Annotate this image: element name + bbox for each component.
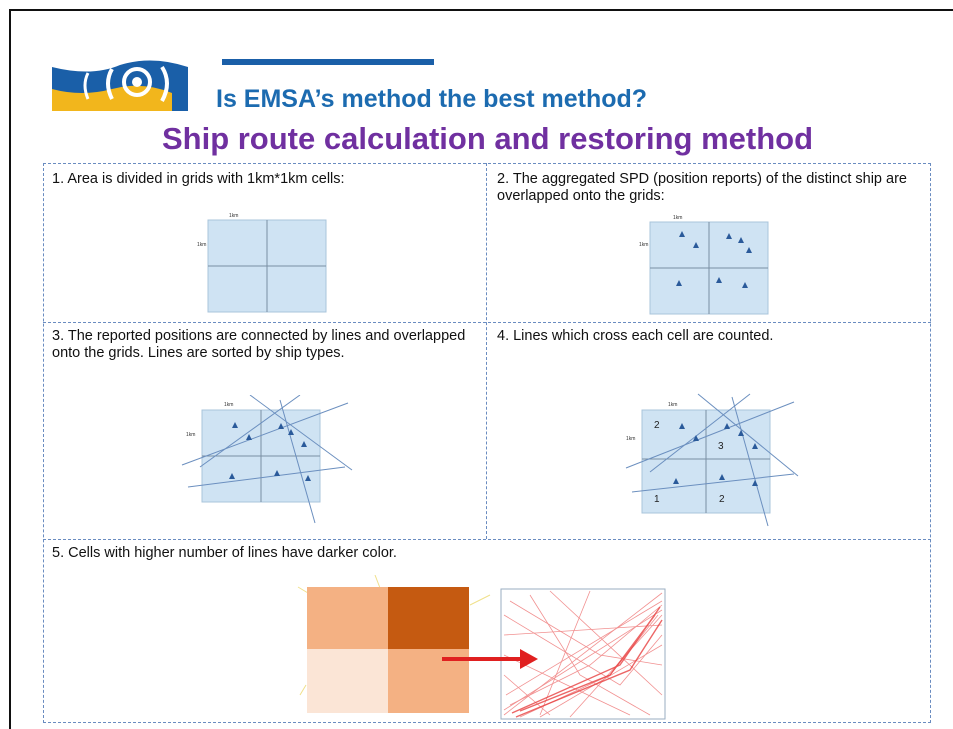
position-marker — [726, 233, 732, 239]
heat-cell-top-left — [307, 587, 388, 649]
step-3-diagram: 1km 1km — [181, 395, 353, 524]
position-marker — [719, 474, 725, 480]
heat-cell-top-right — [388, 587, 469, 649]
step-2-text: 2. The aggregated SPD (position reports)… — [497, 171, 907, 204]
position-marker — [246, 434, 252, 440]
route-line — [697, 393, 799, 477]
density-route — [509, 600, 663, 666]
route-hint — [469, 594, 491, 606]
position-marker — [716, 277, 722, 283]
grid-height-label: 1km — [639, 242, 648, 248]
density-route — [529, 594, 651, 716]
position-marker — [693, 242, 699, 248]
cell-count-top-right: 3 — [718, 441, 724, 452]
cell-count-bottom-left: 1 — [654, 494, 660, 505]
route-line — [625, 401, 795, 469]
position-marker — [676, 280, 682, 286]
position-marker — [746, 247, 752, 253]
emsa-logo — [52, 60, 188, 111]
density-route-strong — [515, 619, 663, 718]
step-1-text: 1. Area is divided in grids with 1km*1km… — [52, 171, 345, 187]
position-marker — [305, 475, 311, 481]
position-marker — [738, 430, 744, 436]
step-2-diagram: 1km 1km — [639, 215, 769, 315]
step-5-diagram — [297, 575, 666, 720]
route-hint — [374, 575, 381, 589]
table-divider-row2 — [43, 539, 931, 540]
route-line — [649, 393, 751, 473]
slide-title: Is EMSA’s method the best method? — [216, 85, 648, 113]
grid-width-label: 1km — [668, 402, 677, 408]
step-4-diagram: 1km 1km 2 3 1 2 — [625, 393, 799, 527]
grid-width-label: 1km — [229, 213, 238, 219]
route-hint — [297, 586, 309, 594]
density-route — [549, 590, 663, 696]
density-route — [539, 644, 663, 718]
position-marker — [724, 423, 730, 429]
position-marker — [693, 435, 699, 441]
route-line — [199, 395, 301, 468]
slide-frame — [9, 9, 953, 729]
position-marker — [742, 282, 748, 288]
grid-height-label: 1km — [626, 436, 635, 442]
route-hint — [299, 684, 307, 696]
position-marker — [274, 470, 280, 476]
grid-width-label: 1km — [224, 402, 233, 408]
position-marker — [278, 423, 284, 429]
route-line — [731, 396, 769, 527]
route-line — [187, 466, 346, 488]
density-route — [503, 614, 663, 686]
step-4-text: 4. Lines which cross each cell are count… — [497, 328, 774, 344]
step-1-diagram: 1km 1km — [197, 213, 327, 313]
route-line — [181, 402, 349, 466]
grid-width-label: 1km — [673, 215, 682, 221]
grid-height-label: 1km — [186, 432, 195, 438]
position-marker — [679, 231, 685, 237]
step-5-text: 5. Cells with higher number of lines hav… — [52, 545, 397, 561]
cell-count-top-left: 2 — [654, 420, 660, 431]
route-line — [631, 473, 795, 493]
position-marker — [673, 478, 679, 484]
grid-height-label: 1km — [197, 242, 206, 248]
position-marker — [752, 443, 758, 449]
table-divider-vertical — [486, 163, 487, 539]
position-marker — [738, 237, 744, 243]
position-marker — [679, 423, 685, 429]
position-marker — [288, 429, 294, 435]
cell-count-bottom-right: 2 — [719, 494, 725, 505]
density-route — [539, 590, 591, 716]
arrow-head — [520, 649, 538, 669]
route-line — [249, 395, 353, 471]
position-marker — [232, 422, 238, 428]
position-marker — [752, 480, 758, 486]
density-route-strong — [519, 614, 656, 712]
slide-subtitle: Ship route calculation and restoring met… — [161, 121, 814, 156]
position-marker — [301, 441, 307, 447]
title-accent-bar — [222, 59, 434, 65]
step-3-text: 3. The reported positions are connected … — [52, 328, 466, 361]
position-marker — [229, 473, 235, 479]
route-line — [279, 399, 316, 524]
heat-cell-bottom-left — [307, 649, 388, 713]
table-divider-row1 — [43, 322, 931, 323]
density-route — [503, 592, 663, 716]
density-route — [505, 600, 663, 696]
density-route — [503, 609, 663, 711]
